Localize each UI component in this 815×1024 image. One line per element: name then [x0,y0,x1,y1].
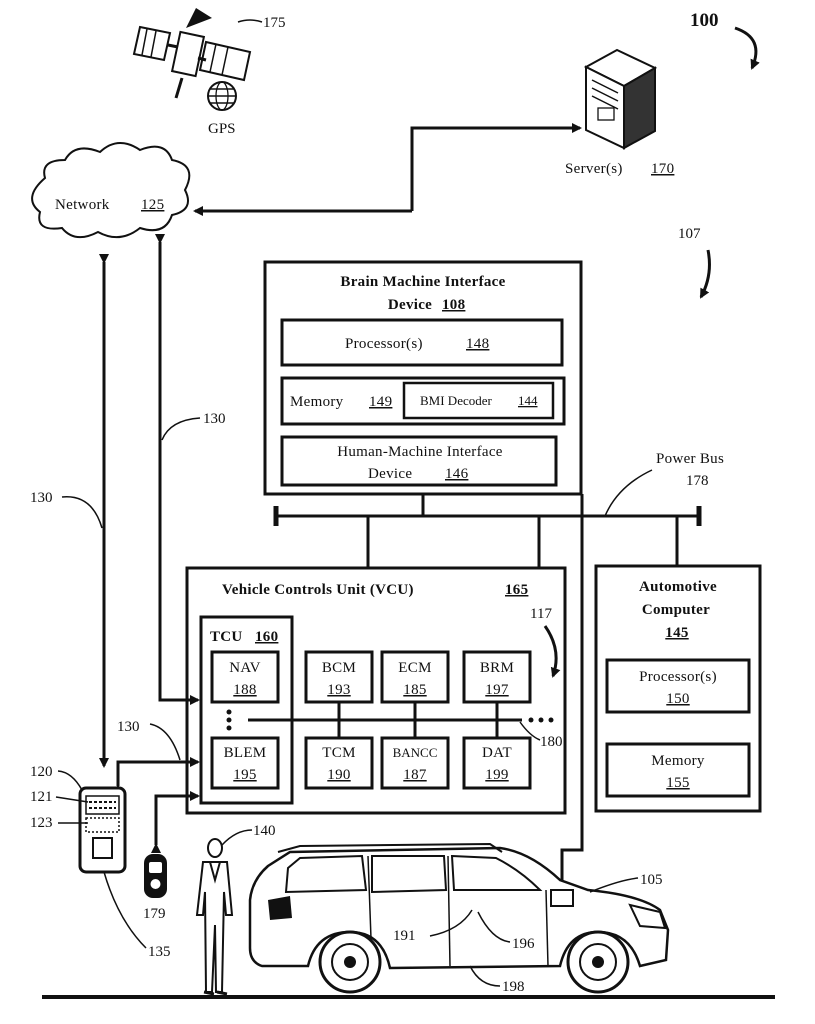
key-fob-icon [144,854,167,898]
tcu-label: TCU [210,629,243,645]
module-brm: BRM 197 [462,650,532,704]
svg-text:199: 199 [485,767,508,783]
hmi-line-2: Device [368,466,412,482]
bmi-memory-label: Memory [290,394,344,410]
network-ref: 125 [141,197,164,213]
auto-processor-label: Processor(s) [639,669,717,685]
figure-arrow [734,26,760,70]
bmi-title-2: Device [388,297,432,313]
auto-title-1: Automotive [639,579,717,595]
gps-ref-leader [237,19,263,23]
link-mobile-tcu [113,757,200,794]
bmi-processor-box [280,318,564,367]
module-ecm: ECM 185 [380,650,450,704]
bus-ref-leader [519,721,541,741]
bmi-decoder-box [402,381,555,420]
auto-memory-box [605,742,751,798]
mobile-ref: 120 [30,764,53,780]
bmi-processor-label: Processor(s) [345,336,423,352]
server-link [410,123,582,211]
auto-processor-ref: 150 [666,691,689,707]
module-nav: NAV 188 [210,650,280,704]
svg-text:BLEM: BLEM [224,745,267,761]
module-tcm: TCM 190 [304,736,374,790]
svg-text:185: 185 [403,682,426,698]
auto-memory-label: Memory [651,753,705,769]
user-ref: 140 [253,823,276,839]
power-bus-leader [604,469,653,517]
ref-107: 107 [678,226,701,242]
bmi-memory-ref: 149 [369,394,392,410]
bmi-processor-ref: 148 [466,336,489,352]
auto-ref: 145 [665,625,688,641]
svg-text:197: 197 [485,682,509,698]
mobile-ref-121: 121 [30,789,53,805]
module-bancc: BANCC 187 [380,736,450,790]
vehicle-ref-196: 196 [512,936,535,952]
ref-117: 117 [530,606,552,622]
mobile-ref-123: 123 [30,815,53,831]
power-bus-ref: 178 [686,473,709,489]
server-label: Server(s) [565,161,623,177]
svg-text:190: 190 [327,767,350,783]
bus-ref: 180 [540,734,563,750]
fob-ref: 179 [143,906,166,922]
link-fob-tcu [151,791,200,853]
link-network-tcu [155,234,200,705]
ref-117-arrow [543,625,561,678]
auto-memory-ref: 155 [666,775,689,791]
hmi-ref: 146 [445,466,469,482]
mobile-ref-135: 135 [148,944,171,960]
gps-satellite-icon [132,8,252,111]
user-person-icon [195,838,234,996]
hmi-line-1: Human-Machine Interface [337,444,503,460]
server-ref: 170 [651,161,674,177]
svg-text:188: 188 [233,682,256,698]
figure-number: 100 [690,10,719,31]
tcu-ref: 160 [255,629,278,645]
svg-text:BANCC: BANCC [393,745,438,760]
mobile-device-icon [78,786,127,874]
network-cloud-icon [31,142,191,239]
link-ref-1: 130 [203,411,226,427]
vehicle-ref: 105 [640,872,663,888]
power-bus-label: Power Bus [656,451,724,467]
svg-text:187: 187 [403,767,427,783]
bmi-ref: 108 [442,297,465,313]
server-icon [583,48,658,150]
gps-ref: 175 [263,15,286,31]
bmi-decoder-ref: 144 [518,393,538,408]
vehicle-link [560,494,584,890]
network-label: Network [55,197,110,213]
bmi-decoder-label: BMI Decoder [420,393,493,408]
svg-text:BCM: BCM [322,660,356,676]
hmi-device-box [280,435,558,487]
vehicle-suv-icon [248,842,670,994]
auto-processor-box [605,658,751,714]
auto-title-2: Computer [642,602,710,618]
svg-text:ECM: ECM [398,660,431,676]
svg-text:TCM: TCM [322,745,355,761]
svg-text:DAT: DAT [482,745,512,761]
vcu-ref: 165 [505,582,528,598]
ref-107-arrow [699,249,711,299]
bmi-title-1: Brain Machine Interface [340,274,505,290]
link-ref-2: 130 [30,490,53,506]
vcu-title: Vehicle Controls Unit (VCU) [222,582,414,598]
module-blem: BLEM 195 [210,736,280,790]
svg-text:BRM: BRM [480,660,514,676]
link-ref-3: 130 [117,719,140,735]
module-bcm: BCM 193 [304,650,374,704]
module-dat: DAT 199 [462,736,532,790]
vehicle-ref-191: 191 [393,928,416,944]
vehicle-ref-198: 198 [502,979,525,995]
svg-text:195: 195 [233,767,256,783]
svg-text:NAV: NAV [229,660,260,676]
gps-label: GPS [208,121,236,137]
svg-text:193: 193 [327,682,350,698]
